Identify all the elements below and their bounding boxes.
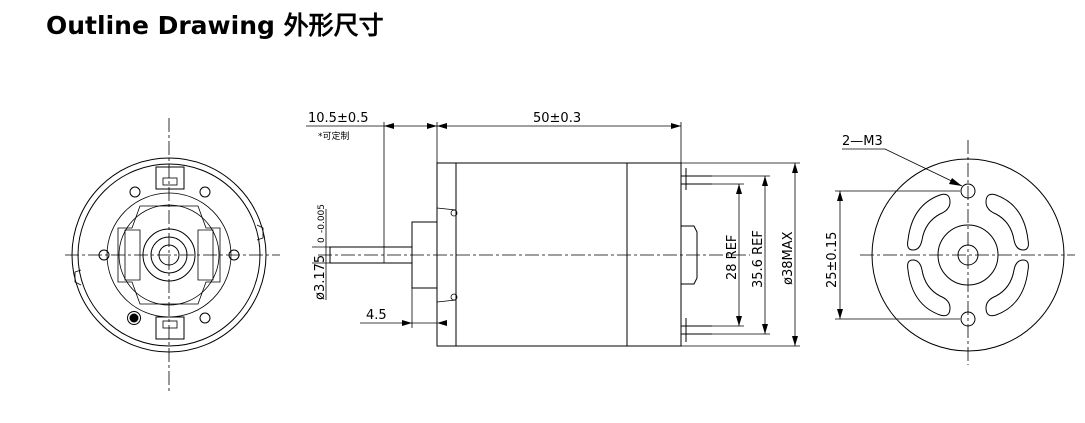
hole-spacing-dim: 25±0.15: [825, 232, 840, 288]
shaft-dia-dim: ø3.175: [313, 255, 328, 300]
mount-holes-label: 2—M3: [842, 134, 883, 149]
body-dia-dim: ø38MAX: [781, 231, 796, 285]
shaft-dia-tol-upper: 0: [317, 237, 327, 243]
body-length-dim: 50±0.3: [533, 111, 581, 126]
inner-ref-dim: 35.6 REF: [751, 230, 766, 288]
boss-length-dim: 4.5: [366, 308, 387, 323]
front-view: 2—M3 25±0.15: [825, 134, 1075, 365]
page-title: Outline Drawing 外形尺寸: [46, 11, 384, 40]
shaft-extension-dim: 10.5±0.5: [308, 111, 369, 126]
side-view: 10.5±0.5 *可定制 50±0.3 ø3.175 0 -0.005 4.5…: [306, 111, 800, 347]
rear-view: [65, 118, 280, 392]
custom-note: *可定制: [318, 130, 350, 142]
terminal-spacing-dim: 28 REF: [725, 235, 740, 280]
shaft-dia-tol-lower: -0.005: [317, 204, 327, 233]
